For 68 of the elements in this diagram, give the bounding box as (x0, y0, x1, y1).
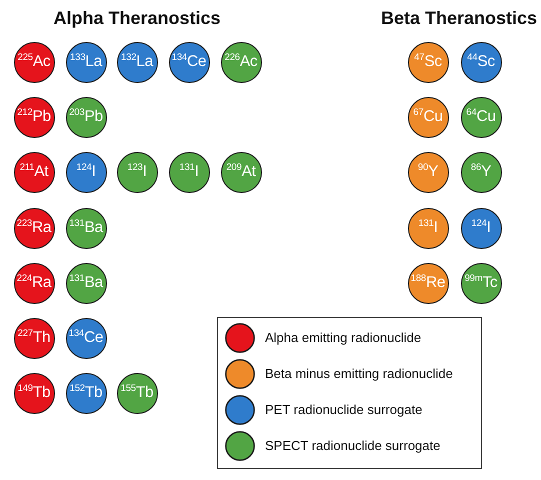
isotope-label: $^{227}$Th (18, 330, 50, 346)
nuclide-circle (460, 96, 502, 138)
legend-label: Alpha emitting radionuclide (265, 330, 422, 346)
isotope-label: $^{134}$Ce (68, 330, 104, 346)
nuclide-circle (66, 96, 106, 138)
isotope-label: $^{44}$Sc (467, 54, 495, 70)
nuclide-circle (66, 208, 106, 248)
legend-label: PET radionuclide surrogate (265, 402, 422, 418)
isotope-label: $^{211}$At (20, 164, 48, 180)
isotope-label: $^{226}$Ac (224, 54, 258, 70)
isotope-label: $^{188}$Re (410, 275, 446, 291)
nuclide-circle (460, 152, 502, 192)
nuclide-circle (14, 208, 54, 248)
nuclide-circle (66, 152, 106, 192)
isotope-label: $^{64}$Cu (466, 109, 496, 125)
nuclide-circle (460, 262, 502, 304)
isotope-label: $^{131}$Ba (69, 275, 103, 291)
isotope-label: $^{67}$Cu (413, 109, 443, 125)
isotope-label: $^{225}$Ac (18, 54, 50, 70)
isotope-label: $^{224}$Ra (16, 275, 52, 291)
nuclide-circle (66, 372, 106, 414)
isotope-label: $^{155}$Tb (120, 385, 154, 401)
isotope-label: $^{86}$Y (470, 164, 492, 180)
nuclide-circle (408, 208, 448, 248)
nuclide-circle (14, 152, 54, 192)
isotope-label: $^{209}$At (226, 164, 256, 180)
nuclide-circle (116, 372, 158, 414)
nuclide-circle (14, 42, 54, 82)
isotope-label: $^{131}$I (418, 220, 438, 236)
isotope-label: $^{133}$La (70, 54, 102, 70)
isotope-label: $^{131}$Ba (69, 220, 103, 236)
isotope-label: $^{152}$Tb (70, 385, 102, 401)
nuclide-circle (14, 318, 54, 358)
nuclide-circle (168, 42, 210, 82)
nuclide-circle (460, 208, 502, 248)
isotope-label: $^{99m}$Tc (464, 275, 498, 291)
isotope-label: $^{124}$I (471, 220, 491, 236)
isotope-label: $^{134}$Ce (172, 54, 206, 70)
nuclide-circle (408, 152, 448, 192)
isotope-label: $^{223}$Ra (16, 220, 52, 236)
nuclide-circle (66, 318, 106, 358)
nuclide-circle (220, 42, 262, 82)
isotope-label: $^{47}$Sc (414, 54, 442, 70)
nuclide-circle (116, 152, 158, 192)
nuclide-circle (168, 152, 210, 192)
nuclide-circle (408, 96, 448, 138)
isotope-label: $^{203}$Pb (69, 109, 103, 125)
isotope-label: $^{212}$Pb (17, 109, 51, 125)
nuclide-circle (408, 42, 448, 82)
legend-label: SPECT radionuclide surrogate (265, 438, 440, 454)
section-heading: Alpha Theranostics (53, 8, 221, 28)
nuclide-circle (66, 262, 106, 304)
isotope-label: $^{132}$La (121, 54, 153, 70)
nuclide-circle (460, 42, 502, 82)
nuclide-circle (66, 42, 106, 82)
legend-label: Beta minus emitting radionuclide (265, 366, 453, 382)
isotope-label: $^{149}$Tb (18, 385, 50, 401)
nuclide-circle (14, 262, 54, 304)
isotope-label: $^{90}$Y (418, 164, 438, 180)
nuclide-circle (14, 372, 54, 414)
nuclide-circle (220, 152, 262, 192)
nuclide-circle (116, 42, 158, 82)
nuclide-circle (408, 262, 448, 304)
isotope-label: $^{124}$I (76, 164, 96, 180)
isotope-label: $^{123}$I (127, 164, 147, 180)
section-heading: Beta Theranostics (380, 8, 538, 28)
nuclide-circle (14, 96, 54, 138)
isotope-label: $^{131}$I (179, 164, 199, 180)
